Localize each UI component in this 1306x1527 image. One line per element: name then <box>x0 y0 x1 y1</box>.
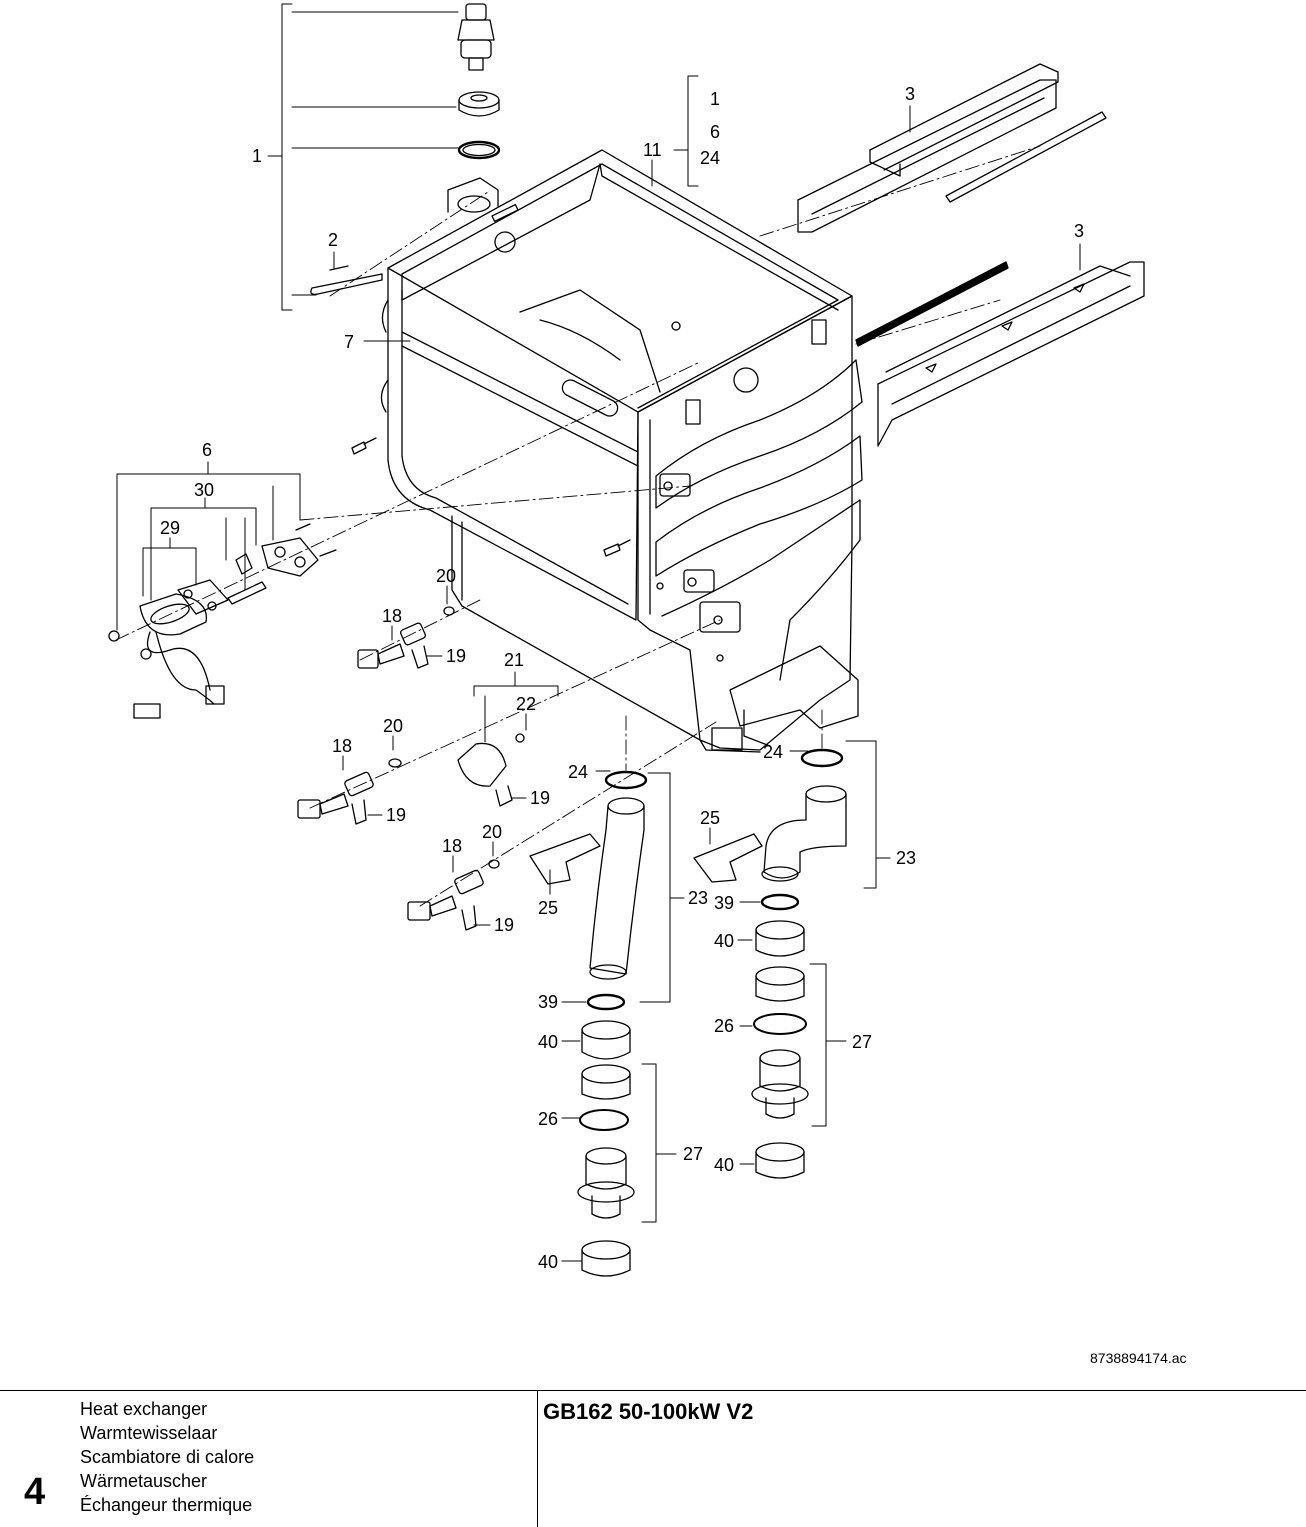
callout-20: 20 <box>383 716 404 736</box>
callout-1: 1 <box>252 146 263 166</box>
return-pipe-right <box>751 748 847 1179</box>
drawing-code: 8738894174.ac <box>1090 1350 1187 1366</box>
screw-parts <box>351 437 631 557</box>
leader-lines <box>116 3 1081 1262</box>
title-it: Scambiatore di calore <box>80 1447 255 1467</box>
title-de: Wärmetauscher <box>80 1471 208 1491</box>
callout-25: 25 <box>538 898 559 918</box>
title-en: Heat exchanger <box>80 1399 208 1419</box>
title-fr: Échangeur thermique <box>80 1495 253 1515</box>
callout-39: 39 <box>714 893 735 913</box>
callout-18: 18 <box>332 736 353 756</box>
callout-27: 27 <box>852 1032 873 1052</box>
callout-19: 19 <box>446 646 467 666</box>
clip-25-left <box>529 833 601 885</box>
callout-40: 40 <box>538 1252 559 1272</box>
callout-40: 40 <box>714 931 735 951</box>
callout-26: 26 <box>714 1016 735 1036</box>
burner-window-assembly <box>108 523 337 719</box>
callout-6: 6 <box>202 440 213 460</box>
callout-11: 11 <box>643 140 662 160</box>
callout-39: 39 <box>538 992 559 1012</box>
callout-21: 21 <box>504 650 525 670</box>
section-titles: Heat exchanger Warmtewisselaar Scambiato… <box>80 1397 254 1517</box>
callout-24: 24 <box>763 742 784 762</box>
callout-3: 3 <box>1074 221 1085 241</box>
air-vent-assembly <box>457 3 501 160</box>
callout-6: 6 <box>710 122 721 142</box>
sensor-group-lower <box>407 859 500 931</box>
title-nl: Warmtewisselaar <box>80 1423 218 1443</box>
callout-19: 19 <box>494 915 515 935</box>
callout-19: 19 <box>386 805 407 825</box>
footer: 4 Heat exchanger Warmtewisselaar Scambia… <box>0 1390 1306 1527</box>
callout-22: 22 <box>516 694 537 714</box>
footer-divider <box>537 1391 538 1527</box>
clip-part <box>310 265 383 296</box>
callout-2: 2 <box>328 230 339 250</box>
callout-23: 23 <box>688 888 709 908</box>
callout-18: 18 <box>382 606 403 626</box>
callout-20: 20 <box>482 822 503 842</box>
heat-exchanger-body <box>380 149 863 753</box>
clip-25-right <box>693 833 763 883</box>
callout-20: 20 <box>436 566 457 586</box>
callout-29: 29 <box>160 518 181 538</box>
callout-27: 27 <box>683 1144 704 1164</box>
callout-1: 1 <box>710 89 721 109</box>
assembly-axis-lines <box>115 145 1041 907</box>
flow-pipe-left <box>577 770 648 1277</box>
mounting-rail-upper <box>797 63 1107 233</box>
callout-24: 24 <box>568 762 589 782</box>
callout-25: 25 <box>700 808 721 828</box>
callout-26: 26 <box>538 1109 559 1129</box>
model-name: GB162 50-100kW V2 <box>543 1399 754 1424</box>
callout-40: 40 <box>538 1032 559 1052</box>
callout-40: 40 <box>714 1155 735 1175</box>
callout-7: 7 <box>344 332 355 352</box>
callout-3: 3 <box>905 84 916 104</box>
sensor-group-upper <box>357 606 455 669</box>
sensor-group-middle <box>297 733 525 825</box>
callout-24: 24 <box>700 148 721 168</box>
page-number: 4 <box>24 1471 46 1513</box>
callout-23: 23 <box>896 848 917 868</box>
exploded-view-drawing <box>108 3 1145 1277</box>
callout-19: 19 <box>530 788 551 808</box>
callout-30: 30 <box>194 480 215 500</box>
mounting-rail-lower <box>855 261 1145 447</box>
callout-18: 18 <box>442 836 463 856</box>
